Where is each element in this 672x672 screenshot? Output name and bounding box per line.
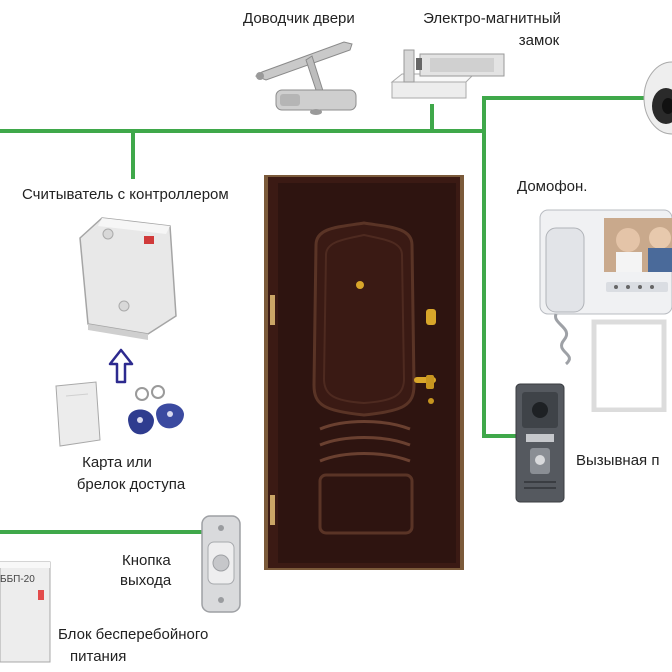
maglock-image bbox=[390, 49, 505, 99]
exit-button-label-line1: Кнопка bbox=[122, 552, 171, 569]
ups-label-line1: Блок бесперебойного bbox=[58, 626, 209, 643]
reader-label: Считыватель с контроллером bbox=[22, 186, 229, 203]
intercom-label: Домофон. bbox=[517, 178, 588, 195]
card-reader-image bbox=[79, 217, 177, 340]
card-label-line1: Карта или bbox=[82, 454, 152, 471]
wire-maglock-drop bbox=[430, 104, 434, 131]
wire-main-horizontal bbox=[0, 129, 484, 133]
arrow-up-icon bbox=[108, 348, 134, 384]
maglock-label-line1: Электро-магнитный bbox=[423, 10, 561, 27]
ups-model-text: ББП-20 bbox=[0, 574, 35, 585]
keyfob-icon bbox=[128, 385, 184, 435]
card-label-line2: брелок доступа bbox=[76, 476, 186, 493]
maglock-label-line2: замок bbox=[518, 32, 560, 49]
ups-box-image bbox=[0, 561, 51, 663]
wire-call-panel bbox=[482, 434, 516, 438]
call-panel-image bbox=[515, 383, 565, 503]
ups-label-line2: питания bbox=[70, 648, 127, 665]
camera-image bbox=[643, 61, 672, 135]
wire-reader-drop bbox=[131, 131, 135, 179]
door-image bbox=[264, 175, 464, 570]
exit-button-label-line2: выхода bbox=[120, 572, 172, 589]
access-card-image bbox=[55, 381, 101, 447]
intercom-monitor-image bbox=[539, 209, 672, 412]
exit-button-image bbox=[201, 515, 241, 613]
call-panel-label: Вызывная п bbox=[576, 452, 660, 469]
wire-exit-horizontal bbox=[0, 530, 204, 534]
door-closer-image bbox=[254, 41, 357, 115]
wire-right-vertical bbox=[482, 98, 486, 438]
wire-camera-horizontal bbox=[482, 96, 672, 100]
door-closer-label: Доводчик двери bbox=[243, 10, 355, 27]
